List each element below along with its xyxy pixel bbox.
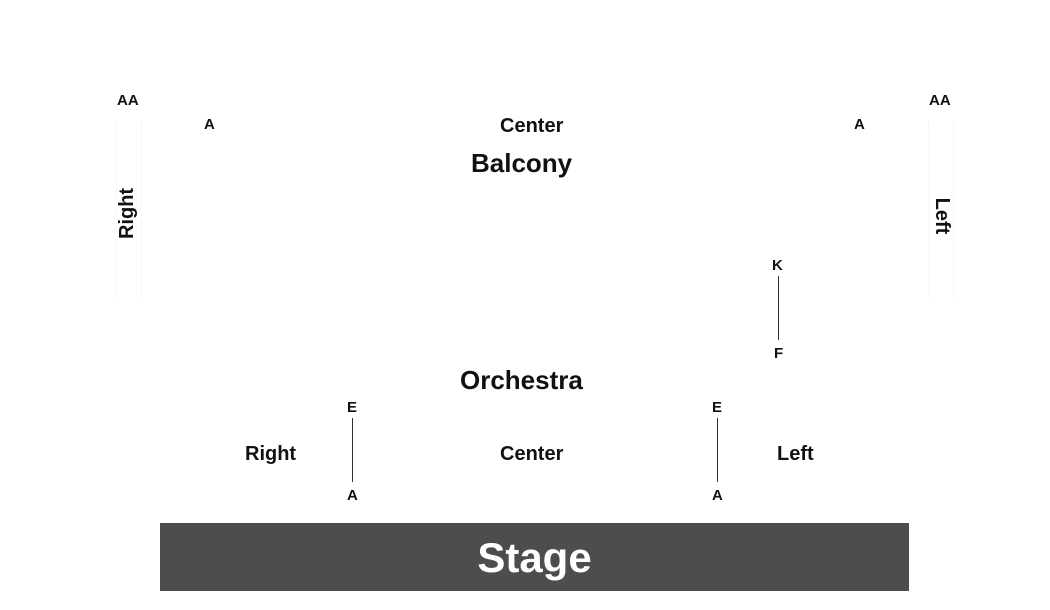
- balcony-box-row-f: F: [774, 345, 784, 362]
- balcony-left-wing-row-a: A: [854, 116, 865, 133]
- balcony-left-column: [928, 120, 954, 300]
- orchestra-left-aisle-row-e: E: [712, 399, 723, 416]
- balcony-box-row-line: [778, 276, 779, 340]
- orchestra-right-aisle-row-a: A: [347, 487, 358, 504]
- stage-label: Stage: [477, 534, 592, 581]
- balcony-title: Balcony: [471, 148, 573, 178]
- orchestra-right-aisle-line: [352, 418, 353, 482]
- orchestra-right-label: Right: [245, 443, 297, 465]
- balcony-right-label: Right: [116, 187, 138, 239]
- orchestra-left-aisle-row-a: A: [712, 487, 723, 504]
- orchestra-right-aisle-row-e: E: [347, 399, 358, 416]
- balcony-right-row-aa: AA: [117, 92, 139, 109]
- orchestra-title: Orchestra: [460, 365, 583, 395]
- orchestra-left-label: Left: [777, 443, 814, 465]
- balcony-left-label: Left: [931, 197, 953, 235]
- balcony-left-row-aa: AA: [929, 92, 951, 109]
- balcony-right-wing-row-a: A: [204, 116, 215, 133]
- stage: Stage: [160, 523, 909, 591]
- balcony-box-row-k: K: [772, 257, 783, 274]
- orchestra-center-label: Center: [500, 443, 564, 465]
- balcony-center-label: Center: [500, 115, 564, 137]
- orchestra-left-aisle-line: [717, 418, 718, 482]
- balcony-right-column: [116, 120, 142, 300]
